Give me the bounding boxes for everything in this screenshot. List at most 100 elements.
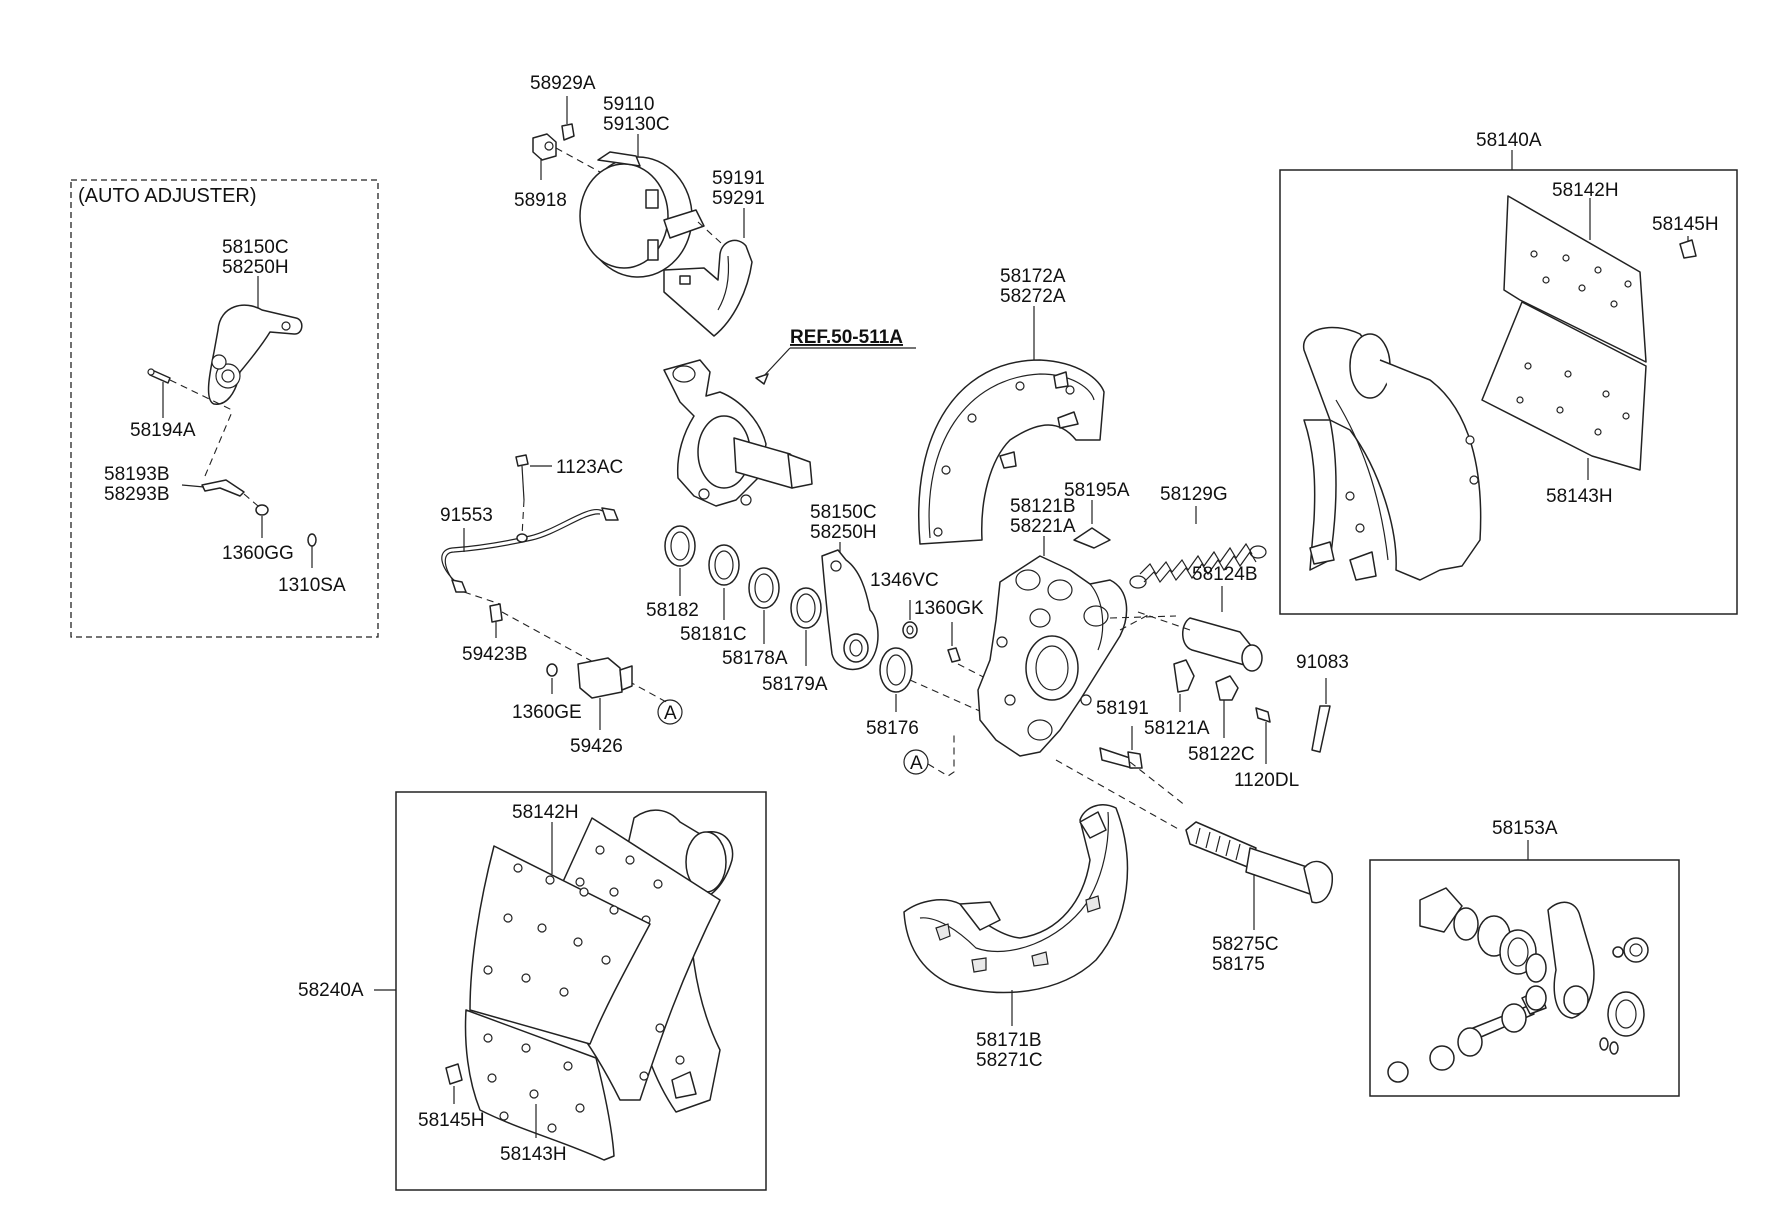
label-58194A: 58194A [130,420,196,441]
chamber-bracket-part [663,239,753,337]
steering-knuckle-part [663,359,813,507]
label-59110: 59110 [603,94,654,115]
label-58145H-bottom: 58145H [418,1110,485,1131]
label-58129G: 58129G [1160,484,1228,505]
sensor-cable-part [441,507,619,593]
small-parts-group: 58191 58121A 58122C 1120DL [1055,659,1299,831]
label-58143H-top: 58143H [1546,486,1613,507]
slack-adjuster-part [821,549,879,671]
label-58182: 58182 [646,600,699,621]
screw-1120DL-part [1255,707,1271,723]
sensor-group: 1123AC 91553 59423B 1360GE 59426 [440,454,683,757]
label-58240A: 58240A [298,980,364,1001]
label-58153A: 58153A [1492,818,1558,839]
label-58175: 58175 [1212,954,1265,975]
label-58122C: 58122C [1188,744,1255,765]
label-58171B: 58171B [976,1030,1042,1051]
link-58193B-part [201,479,245,497]
label-58250H-mid: 58250H [810,522,877,543]
bracket-58918-part [532,133,557,161]
label-58179A: 58179A [762,674,828,695]
auto-adjuster-title: (AUTO ADJUSTER) [78,185,257,207]
box-58140A [1279,169,1738,615]
label-91553: 91553 [440,505,493,526]
label-58181C: 58181C [680,624,747,645]
shoe-assembly-58240A-group: 58240A [298,791,767,1191]
fitting-58929A-part [561,123,575,141]
brake-chamber-group: 58929A 58918 59110 59130C 59191 59291 [514,73,765,337]
ring-58178A-part [748,567,780,609]
auto-adjuster-box [70,179,379,638]
label-59426: 59426 [570,736,623,757]
label-58178A: 58178A [722,648,788,669]
lining-58142H-top-part [1503,195,1647,363]
label-58142H-bottom: 58142H [512,802,579,823]
camshaft-group: 58275C 58175 [1185,821,1333,975]
label-1346VC: 1346VC [870,570,939,591]
callout-a-left-text: A [664,703,677,724]
lining-front-part [469,845,651,1045]
brake-shoe-part [903,804,1129,994]
plate-58195A-part [1073,527,1111,549]
label-58271C: 58271C [976,1050,1043,1071]
label-58121B: 58121B [1010,496,1076,517]
label-58145H-top: 58145H [1652,214,1719,235]
nut-1310SA-part [307,533,317,547]
nut-1360GK-part [947,647,961,663]
ring-58176-part [879,647,913,693]
brake-shoe-bottom-group: 58171B 58271C [903,804,1129,1071]
label-91083: 91083 [1296,652,1349,673]
spider-group: 58121B 58221A 58195A [977,480,1177,757]
label-58193B: 58193B [104,464,170,485]
label-1123AC: 1123AC [556,457,623,478]
callout-a-left: A [657,699,683,725]
box-58153A [1369,859,1680,1097]
bracket-58121A-part [1173,659,1195,693]
ref-label: REF.50-511A [790,327,903,348]
grommet-1360GE-part [546,663,558,677]
label-58124B: 58124B [1192,564,1258,585]
clip-59423B-part [489,603,503,623]
label-58140A: 58140A [1476,130,1542,151]
label-59130C: 59130C [603,114,670,135]
callout-a-right: A [903,749,929,775]
label-58221A: 58221A [1010,516,1076,537]
label-58929A: 58929A [530,73,596,94]
ring-58181C-part [708,544,740,586]
spring-58129G-part [1129,542,1267,589]
shoe-assembly-58140A-group: 58140A 58142H [1279,130,1738,615]
label-1310SA: 1310SA [278,575,346,596]
label-58195A: 58195A [1064,480,1130,501]
clip-91083-part [1311,705,1331,753]
rivet-58145H-bottom-part [445,1063,463,1085]
bolt-58194A-part [147,368,171,384]
label-58272A: 58272A [1000,286,1066,307]
adjuster-kit-58153A-group: 58153A [1369,818,1680,1097]
label-58918: 58918 [514,190,567,211]
nut-1346VC-part [902,621,918,639]
dust-shield-part [918,359,1105,545]
dust-shield-group: 58172A 58272A [918,266,1105,545]
ring-58182-part [664,525,696,567]
label-1360GK: 1360GK [914,598,984,619]
label-58191: 58191 [1096,698,1149,719]
lining-58143H-top-part [1481,301,1647,471]
label-58150C-mid: 58150C [810,502,877,523]
label-58142H-top: 58142H [1552,180,1619,201]
nut-1360GG-part [255,504,269,516]
shoe-58140A-part [1303,326,1482,581]
spider-part [977,555,1128,757]
auto-slack-adjuster-part [207,304,303,405]
cylinder-58124B-part [1182,617,1263,672]
label-1360GE: 1360GE [512,702,582,723]
spring-group: 58129G 58124B 91083 [1129,484,1349,753]
label-58172A: 58172A [1000,266,1066,287]
label-58293B: 58293B [104,484,170,505]
label-58176: 58176 [866,718,919,739]
callout-a-right-text: A [910,753,923,774]
label-59423B: 59423B [462,644,528,665]
label-58121A: 58121A [1144,718,1210,739]
label-58250H-auto: 58250H [222,257,289,278]
lining-58143H-bottom-part [464,1009,615,1161]
